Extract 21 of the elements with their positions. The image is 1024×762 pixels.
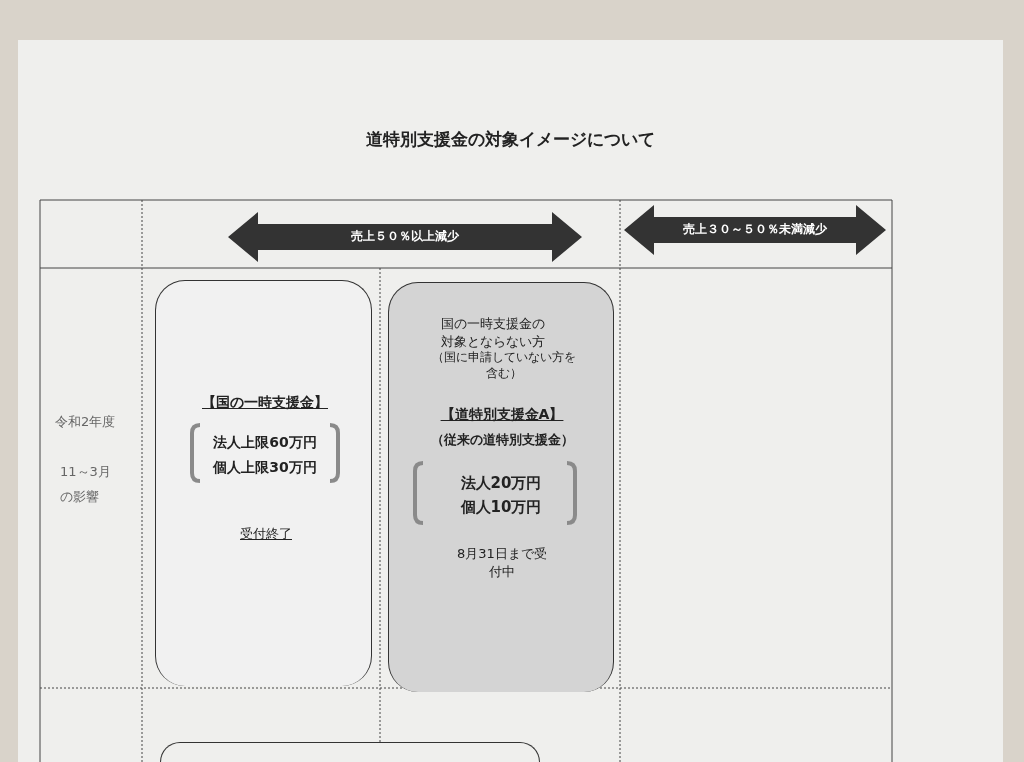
rounded-panel [388, 282, 614, 692]
panel-text: 法人20万円 [459, 473, 543, 494]
row-label: 令和2年度 [55, 413, 117, 431]
panel-text: 【国の一時支援金】 [201, 393, 329, 412]
panel-text: 8月31日まで受付中 [456, 545, 548, 581]
title: 道特別支援金の対象イメージについて [364, 128, 656, 151]
panel-text: （従来の道特別支援金） [429, 431, 575, 449]
rounded-panel [155, 280, 372, 686]
rounded-box [160, 742, 540, 762]
panel-text: 個人上限30万円 [212, 458, 318, 477]
arrow-label: 売上５０％以上減少 [350, 228, 460, 245]
double-arrow [624, 205, 886, 255]
panel-text: 法人上限60万円 [212, 433, 318, 452]
double-arrow [228, 212, 582, 262]
panel-text: 受付終了 [239, 525, 293, 543]
panel-text: 個人10万円 [459, 497, 543, 518]
row-label: 11～3月の影響 [60, 463, 112, 506]
panel-text: 【道特別支援金A】 [439, 405, 565, 424]
panel-text: 国の一時支援金の対象とならない方 [440, 315, 546, 351]
panel-text: （国に申請していない方を含む） [431, 349, 577, 382]
arrow-label: 売上３０～５０％未満減少 [682, 221, 828, 238]
